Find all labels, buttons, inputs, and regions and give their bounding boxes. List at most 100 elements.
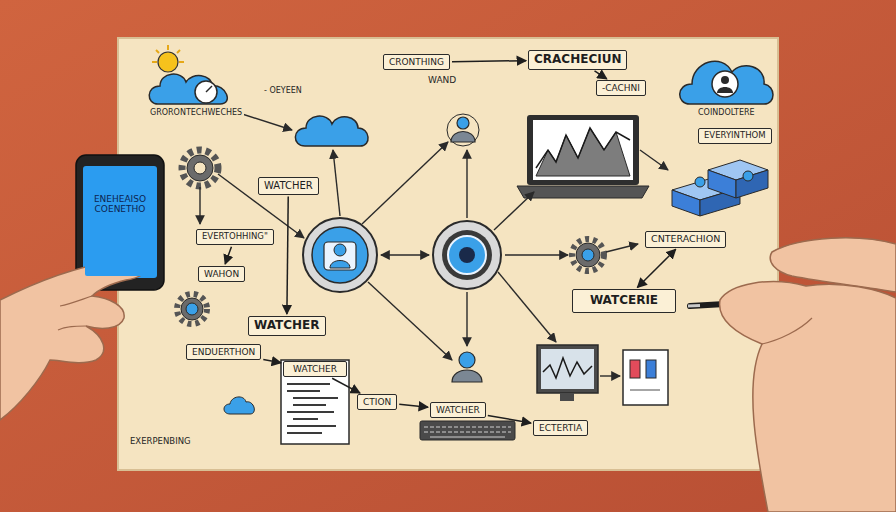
server-stack-part [672,190,700,216]
process-box: CRONTHING [383,54,450,70]
gear-icon-part [572,239,604,271]
user-hub-circle-part [312,227,368,283]
sun-cloud-icon-part-part [177,50,180,53]
connector-arrow [225,247,231,264]
user-icon [447,114,479,146]
process-box: ENDUERTHON [186,344,261,360]
tablet-card-part [630,360,640,378]
monitor-wave-part [543,358,592,378]
keyboard-part [424,427,511,437]
node-text: WATCERIE [583,294,665,308]
code-panel-part-part [293,397,338,399]
code-panel-part-part [287,383,330,385]
connector-arrow-part [505,254,568,255]
connector-arrow [263,360,281,363]
keyboard-part [420,421,515,440]
laptop-chart-part [536,128,630,168]
gear-icon-part [194,162,206,174]
gear-icon [182,150,218,186]
user-icon [452,352,482,382]
laptop-chart-part [527,115,639,185]
node-text: EVERTOHHING" [202,232,268,242]
node-text: CRONTHING [389,57,444,67]
node-text: CRACHECIUN [534,53,621,67]
connector-arrow-part [494,192,534,230]
gear-icon-part [182,150,218,186]
eye-hub-circle-part [442,230,492,280]
eye-hub-circle-part [433,221,501,289]
process-box: WATCHER [430,402,486,418]
node-text: WAHON [204,269,239,279]
tablet-card [623,350,668,405]
user-icon-part [457,117,469,129]
right-hand-pen-part [762,318,812,344]
cloud-user-icon-part [721,76,729,84]
user-hub-circle-part [324,242,356,270]
tablet-card-part [623,350,668,405]
title-box: WATCERIE [572,289,676,313]
code-panel-part-part [287,432,322,434]
sun-cloud-icon-part-part [167,45,169,50]
right-hand-pen-part [720,282,896,512]
node-text: CTION [363,397,391,407]
right-hand-pen [688,238,896,512]
free-label: COINDOLTERE [696,108,757,118]
server-stack-part [708,170,736,198]
keyboard [420,421,515,440]
left-hand-part [0,259,147,420]
node-text: WATCHER [254,319,320,333]
sun-cloud-icon-part [206,86,212,92]
cloud-user-icon-part [712,71,738,97]
connector-arrow [595,71,607,79]
small-cloud-part [224,397,254,414]
connector-arrow [452,61,526,62]
cloud-icon [295,116,368,146]
connector-arrow-part [498,272,556,342]
code-panel-part-part [293,418,318,420]
laptop-chart-part [536,128,630,176]
user-hub-circle-part [303,218,377,292]
phone-screen: ENEHEAISO COENETHO [85,168,155,276]
connector-arrow-part [333,150,340,216]
server-stack-part [695,177,705,187]
code-panel-part-part [287,425,336,427]
connector-arrow-part [362,142,448,224]
user-icon-part [451,132,475,143]
monitor-wave-part [560,393,574,401]
connector-arrow-part [466,150,467,218]
connector-arrow-part [640,150,668,170]
connector-arrow [488,415,531,423]
sun-cloud-icon-part-part [156,50,159,53]
gear-icon-part [582,249,594,261]
monitor-wave [537,345,598,401]
process-box: WAHON [198,266,245,282]
user-hub-circle [303,218,377,292]
connector-arrow-part [600,375,620,376]
node-text: WATCHER [436,405,480,415]
keyboard-part-part [424,427,511,428]
panel-header: WATCHER [283,361,347,377]
keyboard-part-part [430,437,505,438]
cloud-user-icon-part [680,61,773,104]
left-hand [0,259,147,420]
gear-icon-part [187,155,213,181]
connector-arrow [399,404,428,407]
gear-icon-part [177,294,207,324]
tablet-card-part [630,389,660,391]
process-box: WATCHER [248,316,326,336]
gear-icon-part [576,243,600,267]
free-label: - OEYEEN [262,86,304,96]
connector-arrow [332,378,360,393]
phone-body-part [83,166,157,278]
server-stack [672,160,768,216]
laptop-chart-part [533,120,633,180]
phone-body-part [76,155,164,290]
process-box: ECTERTIA [533,420,588,436]
node-text: ENEHEAISO COENETHO [90,194,150,215]
connector-arrow [637,249,675,287]
monitor-wave-part [541,349,594,389]
server-stack-part [736,170,768,198]
gear-icon-part [181,298,203,320]
gear-icon [177,294,207,324]
code-panel-part-part [293,404,326,406]
